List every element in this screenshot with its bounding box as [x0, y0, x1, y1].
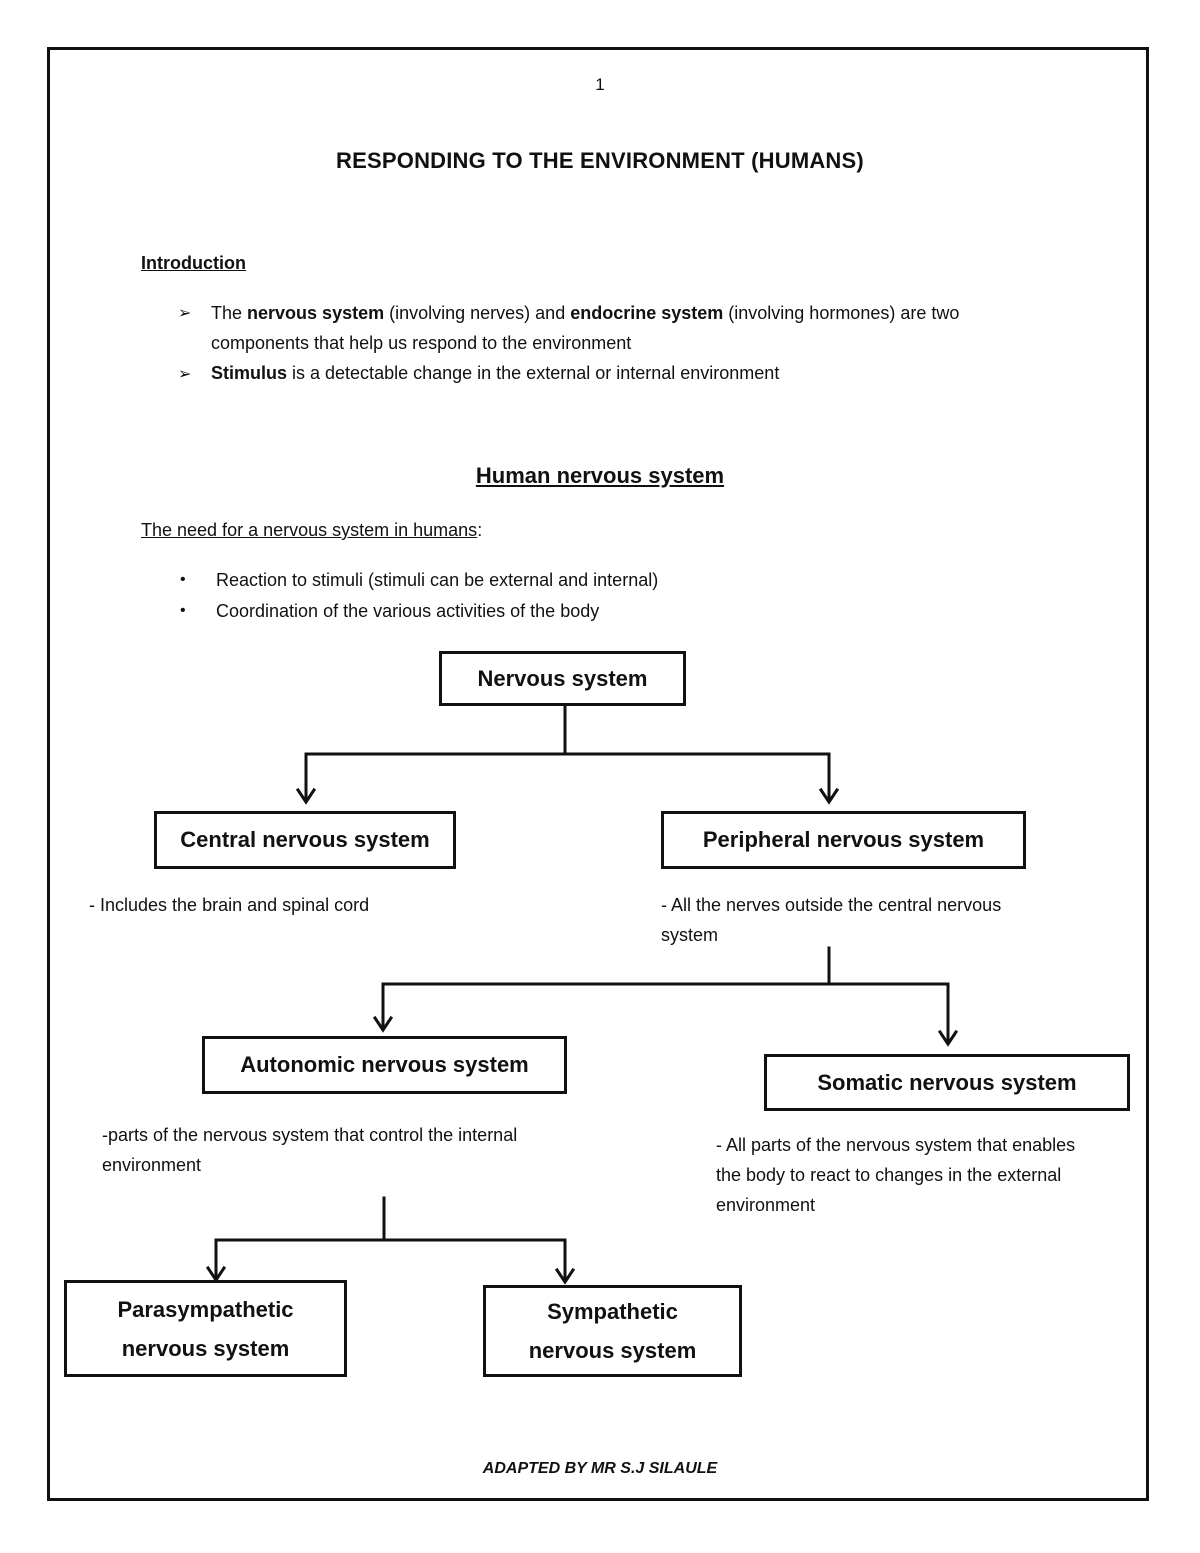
peripheral-nervous-system-box: Peripheral nervous system — [661, 811, 1026, 869]
need-item: Coordination of the various activities o… — [216, 601, 600, 621]
page-border — [47, 47, 1149, 1501]
somatic-nervous-system-box: Somatic nervous system — [764, 1054, 1130, 1111]
note-line: - All the nerves outside the central ner… — [661, 895, 1002, 915]
nervous-system-box: Nervous system — [439, 651, 686, 706]
parasympathetic-nervous-system-box: Parasympathetic nervous system — [64, 1280, 347, 1377]
box-label-line: Parasympathetic — [117, 1296, 294, 1322]
arrowhead-icon — [937, 1029, 959, 1047]
bullet-text-continuation: components that help us respond to the e… — [211, 333, 632, 353]
arrowhead-icon — [554, 1267, 576, 1285]
arrowhead-icon — [295, 787, 317, 805]
introduction-heading: Introduction — [141, 253, 246, 273]
autonomic-note: -parts of the nervous system that contro… — [102, 1120, 517, 1180]
arrow-bullet-icon: ➢ — [178, 366, 192, 383]
bullet-term-endocrine-system: endocrine system — [570, 303, 724, 323]
bullet-dot-icon: • — [180, 571, 186, 588]
bullet-text: The — [211, 303, 248, 323]
intro-bullet-2: Stimulus is a detectable change in the e… — [211, 358, 1051, 388]
bullet-dot-icon: • — [180, 602, 186, 619]
footer-credit: ADAPTED BY MR S.J SILAULE — [482, 1460, 718, 1477]
section-title: Human nervous system — [475, 463, 725, 488]
somatic-note: - All parts of the nervous system that e… — [716, 1130, 1075, 1220]
intro-bullet-1: The nervous system (involving nerves) an… — [211, 298, 1051, 358]
need-heading-text: The need for a nervous system in humans — [141, 520, 478, 540]
page-number: 1 — [595, 75, 605, 94]
arrowhead-icon — [818, 787, 840, 805]
bullet-text: (involving nerves) and — [384, 303, 571, 323]
box-label-line: nervous system — [121, 1335, 290, 1361]
need-heading-suffix: : — [477, 520, 483, 540]
central-note: - Includes the brain and spinal cord — [89, 895, 370, 915]
central-nervous-system-box: Central nervous system — [154, 811, 456, 869]
bullet-term-nervous-system: nervous system — [247, 303, 385, 323]
arrow-bullet-icon: ➢ — [178, 305, 192, 322]
note-line: - All parts of the nervous system that e… — [716, 1135, 1076, 1155]
bullet-term-stimulus: Stimulus — [211, 363, 288, 383]
note-line: system — [661, 925, 719, 945]
need-item: Reaction to stimuli (stimuli can be exte… — [216, 570, 659, 590]
autonomic-nervous-system-box: Autonomic nervous system — [202, 1036, 567, 1094]
bullet-text: is a detectable change in the external o… — [287, 363, 780, 383]
note-line: environment — [716, 1195, 816, 1215]
note-line: environment — [102, 1155, 202, 1175]
need-heading: The need for a nervous system in humans: — [141, 520, 482, 541]
arrowhead-icon — [372, 1015, 394, 1033]
note-line: -parts of the nervous system that contro… — [102, 1125, 518, 1145]
note-line: the body to react to changes in the exte… — [716, 1165, 1062, 1185]
bullet-text: (involving hormones) are two — [723, 303, 960, 323]
box-label-line: Sympathetic — [547, 1299, 678, 1324]
sympathetic-nervous-system-box: Sympathetic nervous system — [483, 1285, 742, 1377]
box-label-line: nervous system — [528, 1338, 697, 1363]
document-title: RESPONDING TO THE ENVIRONMENT (HUMANS) — [336, 148, 864, 173]
peripheral-note: - All the nerves outside the central ner… — [661, 890, 1001, 950]
